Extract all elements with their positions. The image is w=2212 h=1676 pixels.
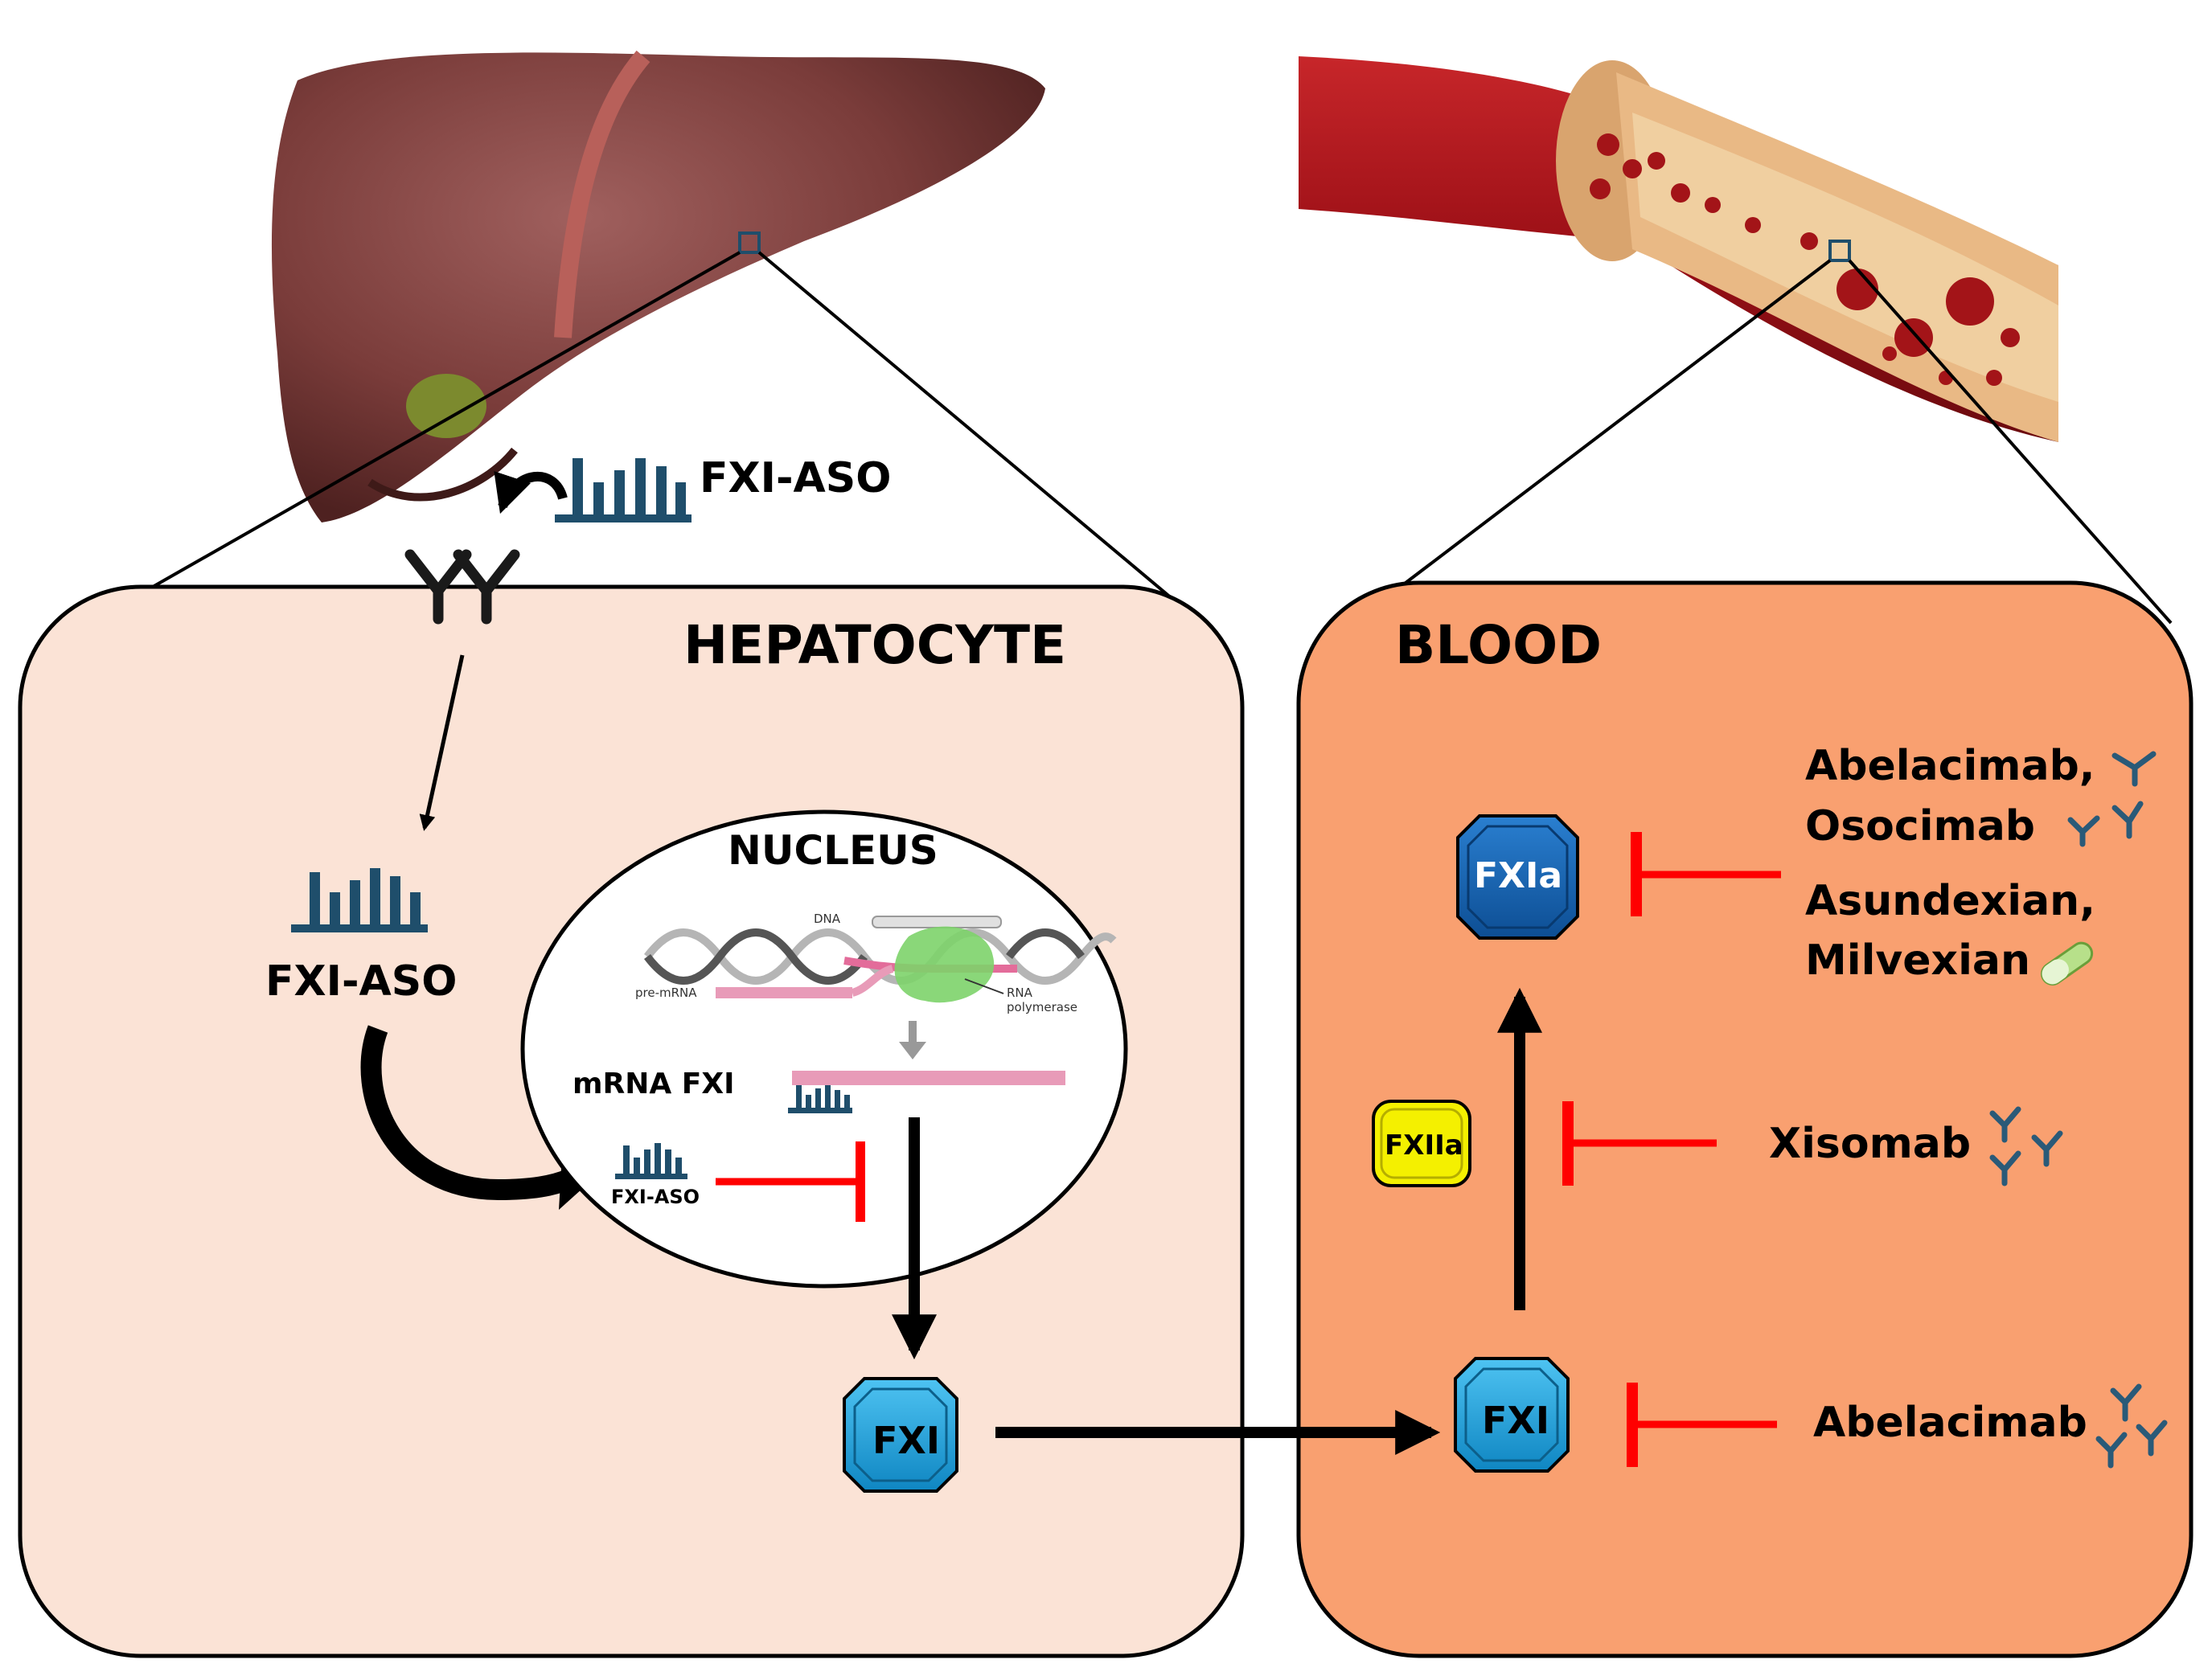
fxi-blood: FXI (1454, 1357, 1570, 1473)
dna-helix-icon: DNA pre-mRNA RNA polymerase (635, 912, 1117, 1059)
fxi-hepatocyte: FXI (843, 1377, 958, 1493)
nucleus-title: NUCLEUS (728, 827, 938, 874)
dna-label: DNA (814, 912, 841, 926)
pill-icon (2041, 941, 2094, 986)
fxiia-label: FXIIa (1385, 1129, 1463, 1162)
inhibitions-blood (1562, 832, 1781, 1467)
drug-abelacimab-top: Abelacimab, (1805, 742, 2095, 790)
drug-abelacimab-bottom: Abelacimab (1813, 1399, 2087, 1447)
nucleus (520, 809, 1128, 1289)
fxi-hepatocyte-label: FXI (872, 1419, 940, 1462)
liver-illustration (271, 50, 1046, 523)
aso-icon-nuclear (615, 1143, 687, 1179)
aso-top-label: FXI-ASO (700, 454, 891, 502)
drug-asundexian: Asundexian, (1805, 877, 2095, 925)
rna-polymerase-label-1: RNA (1007, 986, 1033, 1000)
blood-vessel-illustration (1299, 56, 2058, 442)
drug-osocimab: Osocimab (1805, 802, 2035, 850)
fxia-label: FXIa (1474, 855, 1562, 896)
aso-icon-cyto (291, 868, 428, 932)
fxiia: FXIIa (1372, 1100, 1471, 1187)
drug-milvexian: Milvexian (1805, 936, 2030, 985)
antibody-icon (1989, 751, 2168, 1469)
aso-cyto-label: FXI-ASO (265, 957, 457, 1006)
nuclear-entry-arrow (360, 1025, 583, 1201)
receptor-icon (404, 549, 520, 625)
aso-icon-top (555, 458, 692, 522)
zoom-lines (152, 232, 2173, 625)
aso-bound-mrna (788, 1085, 852, 1113)
fxi-blood-label: FXI (1482, 1399, 1549, 1442)
fxia: FXIa (1456, 814, 1579, 940)
aso-nuclear-label: FXI-ASO (611, 1186, 700, 1208)
mrna-strand (792, 1071, 1065, 1085)
internalization-arrow (419, 654, 465, 831)
mrna-label: mRNA FXI (572, 1067, 735, 1100)
hepatocyte-title: HEPATOCYTE (683, 614, 1066, 676)
drug-xisomab: Xisomab (1769, 1120, 1971, 1168)
pre-mrna-label: pre-mRNA (635, 986, 697, 1000)
uptake-arrow (494, 470, 568, 514)
blood-title: BLOOD (1395, 614, 1602, 676)
rna-polymerase-label-2: polymerase (1007, 1000, 1077, 1014)
